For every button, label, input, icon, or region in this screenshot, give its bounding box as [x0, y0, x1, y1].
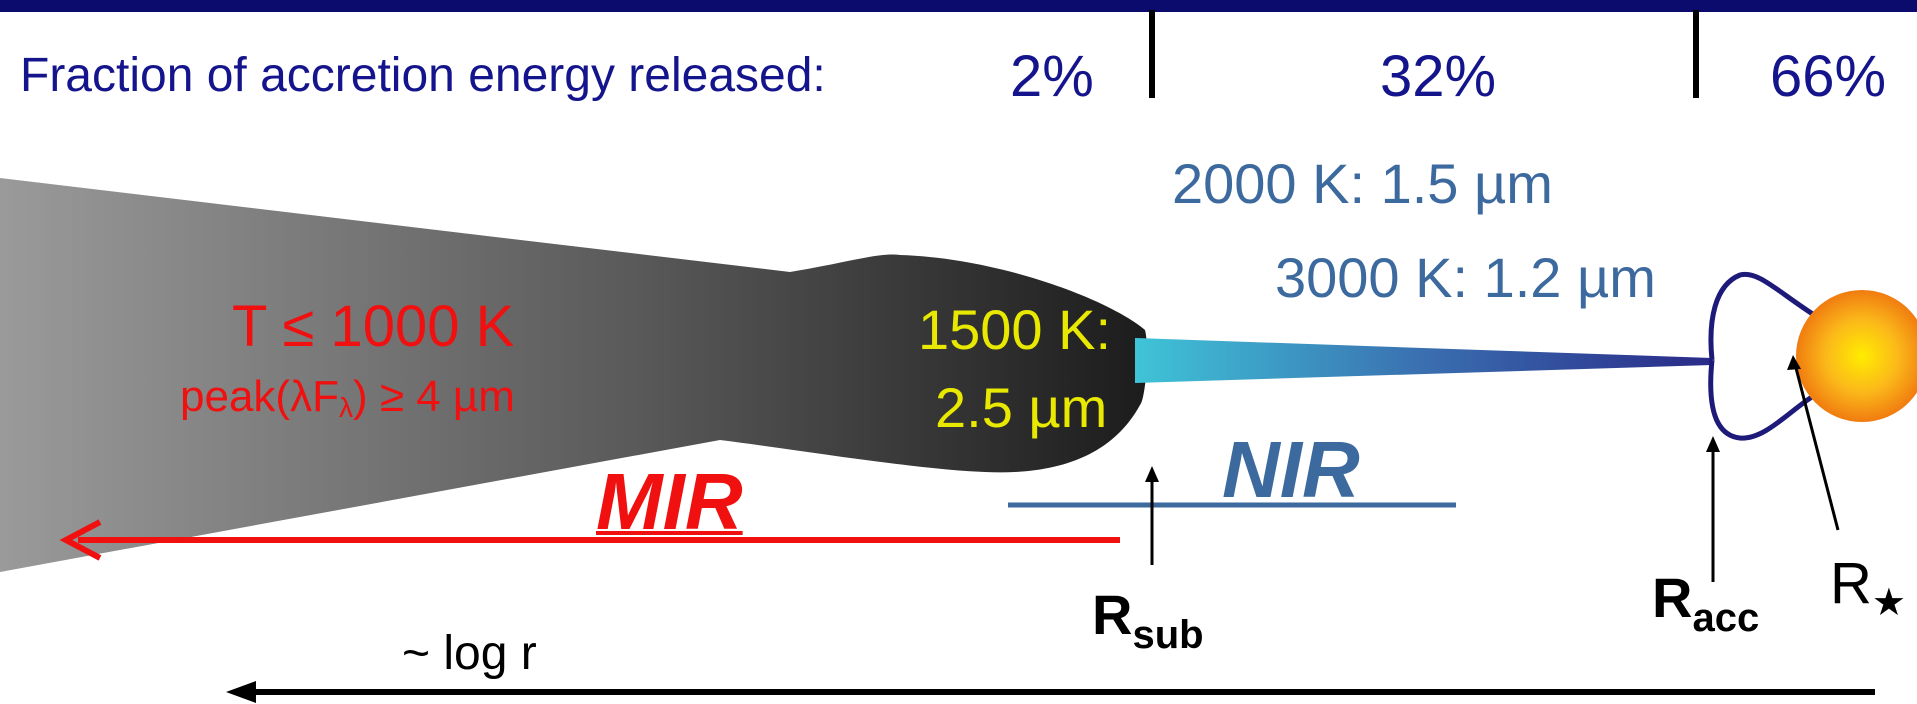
- inner-gas-disk: [1135, 338, 1712, 383]
- dusty-disk: [0, 178, 1148, 572]
- pct-outer: 2%: [1010, 44, 1094, 109]
- temp-1500-label: 1500 K:: [918, 298, 1112, 361]
- fraction-label: Fraction of accretion energy released:: [20, 49, 826, 102]
- pct-inner: 66%: [1770, 44, 1887, 109]
- r-star-label: R★: [1830, 551, 1906, 624]
- logr-arrow-head: [226, 681, 256, 703]
- mir-arrow-head: [59, 519, 102, 561]
- rsub-pointer-head: [1145, 466, 1159, 482]
- pct-middle: 32%: [1380, 44, 1497, 109]
- log-r-label: ~ log r: [402, 627, 537, 680]
- nir-label: NIR: [1222, 425, 1360, 514]
- rstar-pointer-head: [1787, 355, 1801, 370]
- racc-pointer-head: [1706, 436, 1720, 452]
- temp-outer-label: T ≤ 1000 K: [232, 294, 515, 359]
- r-acc-label: Racc: [1652, 566, 1760, 640]
- peak-wavelength-label: peak(λFλ) ≥ 4 µm: [180, 372, 515, 423]
- mir-label: MIR: [596, 457, 743, 546]
- temp-3000-label: 3000 K: 1.2 µm: [1275, 246, 1656, 309]
- wavelength-2-5-label: 2.5 µm: [935, 376, 1108, 439]
- rstar-pointer-line: [1794, 367, 1840, 531]
- top-banner-bar: [0, 0, 1917, 12]
- magnetospheric-loop: [1708, 271, 1832, 441]
- r-sub-label: Rsub: [1092, 583, 1204, 657]
- star: [1796, 290, 1917, 422]
- temp-2000-label: 2000 K: 1.5 µm: [1172, 152, 1553, 215]
